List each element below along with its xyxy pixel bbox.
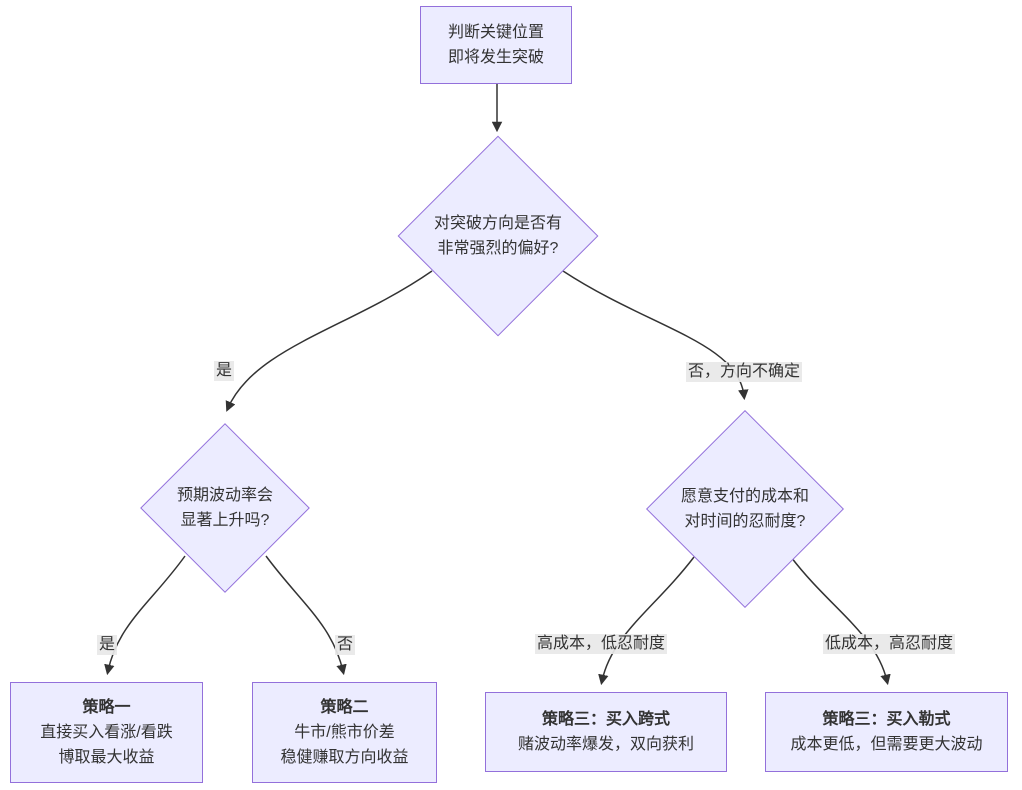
edge-volatility-yes [104,555,186,676]
node-strategy-three-strangle-line1: 成本更低，但需要更大波动 [790,736,983,753]
node-strategy-two-line2: 稳健赚取方向收益 [280,749,409,766]
node-strategy-one-title: 策略一 [82,699,131,716]
node-strategy-one-line1: 直接买入看涨/看跌 [40,724,173,741]
node-question-volatility-line1: 预期波动率会 [176,487,274,504]
node-strategy-three-strangle-title: 策略三：买入勒式 [822,711,951,728]
node-strategy-one: 策略一 直接买入看涨/看跌 博取最大收益 [10,682,203,783]
node-strategy-two-line1: 牛市/熊市价差 [294,724,395,741]
node-question-volatility-line2: 显著上升吗? [180,512,270,529]
node-start-line1: 判断关键位置 [447,24,544,41]
node-strategy-three-straddle-title: 策略三：买入跨式 [541,711,670,728]
node-strategy-three-strangle: 策略三：买入勒式 成本更低，但需要更大波动 [765,692,1008,772]
node-strategy-two: 策略二 牛市/熊市价差 稳健赚取方向收益 [252,682,437,783]
node-start-line2: 即将发生突破 [447,49,544,66]
edge-cost-high [598,556,695,686]
edge-label-no-main: 否，方向不确定 [685,362,803,382]
node-question-main-line2: 非常强烈的偏好? [437,240,559,257]
edge-label-high-cost: 高成本，低忍耐度 [534,634,668,654]
edge-volatility-no [265,555,347,676]
edge-label-yes-main: 是 [213,361,235,381]
edge-label-low-cost: 低成本，高忍耐度 [822,634,956,654]
node-question-main-line1: 对突破方向是否有 [433,215,563,232]
edge-cost-low [790,556,891,686]
node-strategy-one-line2: 博取最大收益 [58,749,155,766]
node-question-cost-line2: 对时间的忍耐度? [684,513,806,530]
node-strategy-two-title: 策略二 [320,699,369,716]
node-question-main: 对突破方向是否有 非常强烈的偏好? [434,211,562,261]
node-question-volatility: 预期波动率会 显著上升吗? [177,483,273,533]
node-start: 判断关键位置 即将发生突破 [420,6,572,84]
node-question-cost: 愿意支付的成本和 对时间的忍耐度? [681,484,809,534]
node-strategy-three-straddle: 策略三：买入跨式 赌波动率爆发，双向获利 [485,692,727,772]
edge-label-yes-volatility: 是 [96,635,118,655]
node-question-cost-line1: 愿意支付的成本和 [680,488,810,505]
edge-label-no-volatility: 否 [334,635,356,655]
edge-main-yes [225,270,433,412]
node-strategy-three-straddle-line1: 赌波动率爆发，双向获利 [517,736,694,753]
